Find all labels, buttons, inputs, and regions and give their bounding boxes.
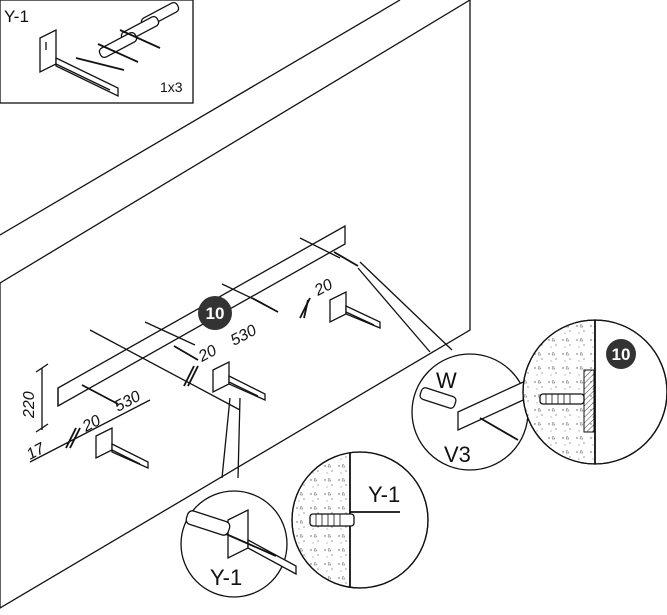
parts-box-label: Y-1 — [4, 7, 29, 26]
wall-plug-icon — [419, 387, 457, 409]
dimension-lines — [29, 237, 341, 463]
screw-v3-icon — [479, 417, 519, 441]
screws-on-rail — [81, 251, 359, 405]
detail-step-number: 10 — [612, 345, 631, 364]
detail-anchor: W V3 10 — [411, 319, 667, 471]
wall-bracket-mid — [212, 360, 266, 402]
callout-lines — [221, 261, 453, 479]
detail-bracket: Y-1 Y-1 — [180, 451, 429, 598]
bracket-with-plug-icon — [185, 508, 297, 576]
plug-in-wall-icon — [539, 393, 585, 405]
parts-box-quantity: 1x3 — [160, 79, 183, 95]
parts-box: Y-1 1x3 — [0, 0, 194, 104]
dim-offset: 17 — [24, 440, 49, 464]
detail-zoom-label: Y-1 — [368, 482, 400, 507]
bracket-icon — [39, 28, 119, 98]
detail-step-badge — [606, 339, 636, 369]
dim-edge-left: 20 — [79, 412, 104, 436]
step-badge: 10 — [198, 296, 232, 330]
plug-label: W — [436, 368, 457, 393]
detail-bracket-label: Y-1 — [210, 565, 242, 590]
wall-bracket-left — [95, 426, 149, 470]
dim-edge-mid: 20 — [195, 342, 220, 366]
screw-label: V3 — [444, 442, 471, 467]
screw-icon — [75, 29, 161, 71]
wall-bracket-right — [329, 290, 381, 329]
plug-in-wall-icon — [309, 513, 355, 527]
step-number: 10 — [206, 304, 225, 323]
dim-edge-right: 20 — [311, 276, 336, 300]
dim-height: 220 — [21, 391, 38, 419]
